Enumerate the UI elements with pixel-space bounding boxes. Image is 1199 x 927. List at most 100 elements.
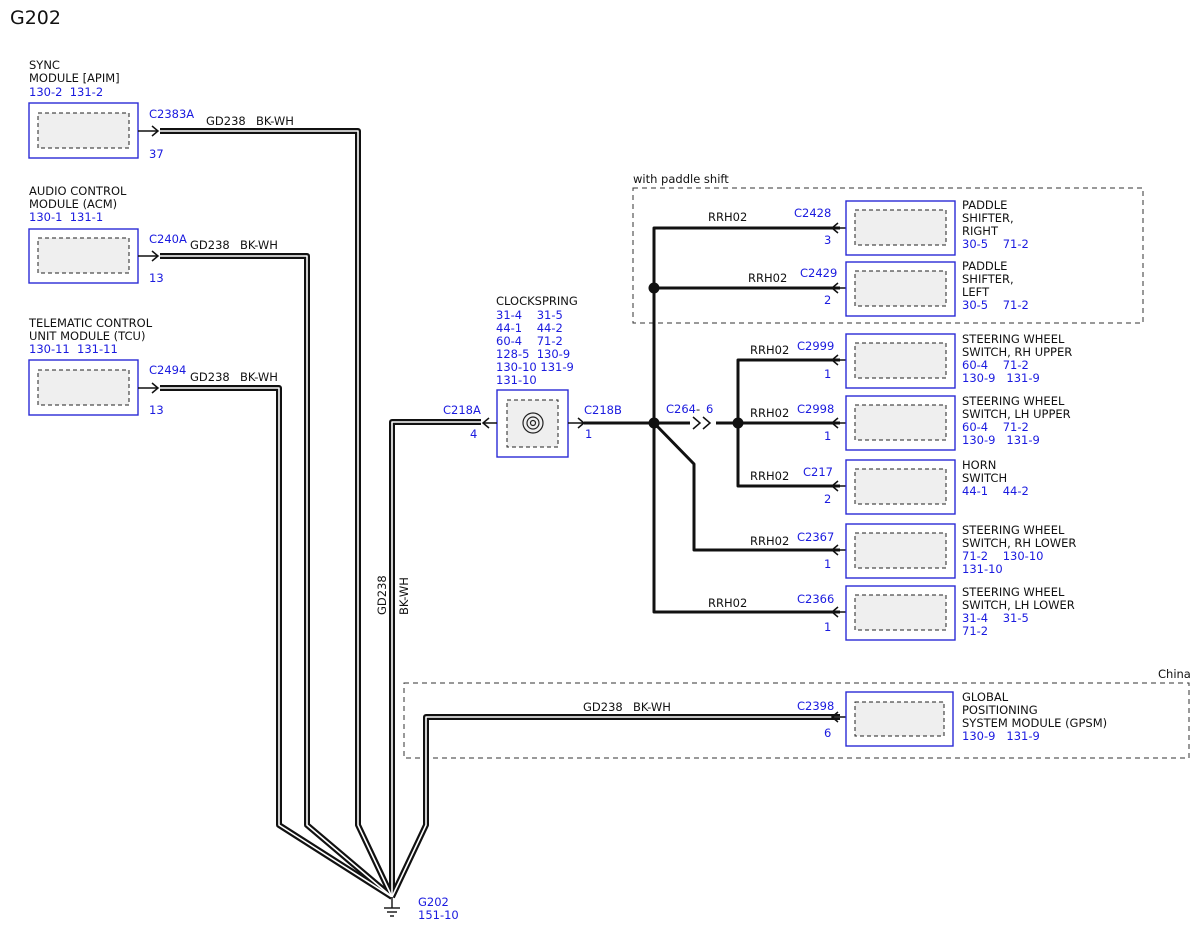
sync-pin: 37 — [149, 147, 164, 161]
lh-lower-wire: RRH02 — [708, 596, 747, 610]
clockspring-coil-icon — [522, 412, 544, 434]
rh-lower-name-1: STEERING WHEEL — [962, 523, 1065, 537]
horn-wire: RRH02 — [750, 469, 789, 483]
gpsm-name-1: GLOBAL — [962, 690, 1009, 704]
rh-upper-name-2: SWITCH, RH UPPER — [962, 345, 1072, 359]
paddle-left-pin: 2 — [824, 293, 831, 307]
paddle-shifter-right: RRH02 C2428 3 PADDLE SHIFTER, RIGHT 30-5… — [708, 198, 1029, 256]
clockspring-right-connector: C218B — [584, 403, 622, 417]
paddle-left-inner — [854, 270, 947, 307]
gpsm-wire-color: BK-WH — [633, 700, 671, 714]
acm-wire-circuit: GD238 — [190, 238, 230, 252]
ground-wires — [160, 128, 840, 900]
acm-pin: 13 — [149, 271, 164, 285]
clockspring-ref-6: 131-10 — [496, 373, 537, 387]
gpsm-name-2: POSITIONING — [962, 703, 1038, 717]
connector-arrow-icon — [830, 354, 846, 366]
clockspring-ref-3: 60-4 71-2 — [496, 334, 563, 348]
rh-lower-refs-1: 71-2 130-10 — [962, 549, 1043, 563]
clockspring-left-connector: C218A — [443, 403, 481, 417]
acm-connector: C240A — [149, 232, 187, 246]
ground-ref: 151-10 — [418, 908, 459, 922]
clockspring-name: CLOCKSPRING — [496, 294, 578, 308]
rh-lower-refs-2: 131-10 — [962, 562, 1003, 576]
connector-arrow-icon — [830, 417, 846, 429]
tcu-name-line2: UNIT MODULE (TCU) — [29, 329, 145, 343]
sync-name-line1: SYNC — [29, 58, 60, 72]
paddle-right-wire: RRH02 — [708, 210, 747, 224]
horn-inner — [854, 468, 947, 505]
paddle-left-refs: 30-5 71-2 — [962, 298, 1029, 312]
clockspring-left-pin: 4 — [470, 427, 477, 441]
china-region-label: China — [1158, 667, 1191, 681]
lh-upper-inner — [854, 404, 947, 441]
clockspring-right-pin: 1 — [585, 427, 592, 441]
gpsm-refs: 130-9 131-9 — [962, 729, 1040, 743]
sync-refs: 130-2 131-2 — [29, 85, 103, 99]
lh-lower-connector: C2366 — [797, 592, 834, 606]
horn-switch: RRH02 C217 2 HORN SWITCH 44-1 44-2 — [750, 458, 1029, 515]
tcu-wire-circuit: GD238 — [190, 370, 230, 384]
lh-upper-name-1: STEERING WHEEL — [962, 394, 1065, 408]
rh-upper-refs-2: 130-9 131-9 — [962, 371, 1040, 385]
rh-upper-inner — [854, 342, 947, 379]
lh-lower-refs-1: 31-4 31-5 — [962, 611, 1029, 625]
rh-upper-name-1: STEERING WHEEL — [962, 332, 1065, 346]
steering-switch-lh-lower: RRH02 C2366 1 STEERING WHEEL SWITCH, LH … — [708, 585, 1075, 641]
paddle-right-name-1: PADDLE — [962, 198, 1007, 212]
paddle-left-connector: C2429 — [800, 266, 837, 280]
acm-module-inner — [37, 237, 130, 274]
vertical-wire-color: BK-WH — [397, 577, 411, 615]
page-title: G202 — [10, 7, 61, 29]
sync-name-line2: MODULE [APIM] — [29, 71, 120, 85]
connector-arrow-icon — [830, 544, 846, 556]
gpsm-connector: C2398 — [797, 699, 834, 713]
lh-lower-name-2: SWITCH, LH LOWER — [962, 598, 1075, 612]
lh-upper-refs-2: 130-9 131-9 — [962, 433, 1040, 447]
china-region — [403, 682, 1190, 759]
acm-wire-color: BK-WH — [240, 238, 278, 252]
rh-lower-pin: 1 — [824, 557, 831, 571]
paddle-right-pin: 3 — [824, 233, 831, 247]
lh-upper-name-2: SWITCH, LH UPPER — [962, 407, 1071, 421]
clockspring-ref-2: 44-1 44-2 — [496, 321, 563, 335]
tcu-module-inner — [37, 369, 130, 406]
paddle-left-wire: RRH02 — [748, 271, 787, 285]
clockspring-ref-4: 128-5 130-9 — [496, 347, 570, 361]
horn-refs: 44-1 44-2 — [962, 484, 1029, 498]
splice-dash: - — [696, 402, 700, 416]
sync-wire-color: BK-WH — [256, 114, 294, 128]
lh-lower-name-1: STEERING WHEEL — [962, 585, 1065, 599]
connector-arrow-icon — [481, 417, 497, 429]
steering-switch-rh-lower: RRH02 C2367 1 STEERING WHEEL SWITCH, RH … — [750, 523, 1076, 579]
lh-lower-refs-2: 71-2 — [962, 624, 988, 638]
connector-arrow-icon — [138, 250, 160, 262]
lh-upper-refs-1: 60-4 71-2 — [962, 420, 1029, 434]
horn-pin: 2 — [824, 492, 831, 506]
acm-name-line2: MODULE (ACM) — [29, 197, 117, 211]
lh-lower-inner — [854, 594, 947, 631]
connector-arrow-icon — [830, 711, 846, 723]
lh-upper-connector: C2998 — [797, 402, 834, 416]
rh-upper-connector: C2999 — [797, 339, 834, 353]
connector-arrow-icon — [830, 480, 846, 492]
connector-arrow-icon — [830, 282, 846, 294]
paddle-left-name-3: LEFT — [962, 285, 990, 299]
gpsm-wire-circuit: GD238 — [583, 700, 623, 714]
ground-name: G202 — [418, 895, 449, 909]
connector-arrow-icon — [138, 125, 160, 137]
connector-arrow-icon — [568, 417, 586, 429]
vertical-wire-circuit: GD238 — [375, 575, 389, 615]
rh-upper-wire: RRH02 — [750, 343, 789, 357]
paddle-right-inner — [854, 209, 947, 246]
tcu-pin: 13 — [149, 403, 164, 417]
sync-wire-circuit: GD238 — [206, 114, 246, 128]
acm-name-line1: AUDIO CONTROL — [29, 184, 127, 198]
rh-lower-name-2: SWITCH, RH LOWER — [962, 536, 1076, 550]
rh-upper-refs-1: 60-4 71-2 — [962, 358, 1029, 372]
splice-point — [648, 282, 660, 294]
rh-lower-connector: C2367 — [797, 530, 834, 544]
acm-refs: 130-1 131-1 — [29, 210, 103, 224]
sync-module-inner — [37, 112, 130, 149]
